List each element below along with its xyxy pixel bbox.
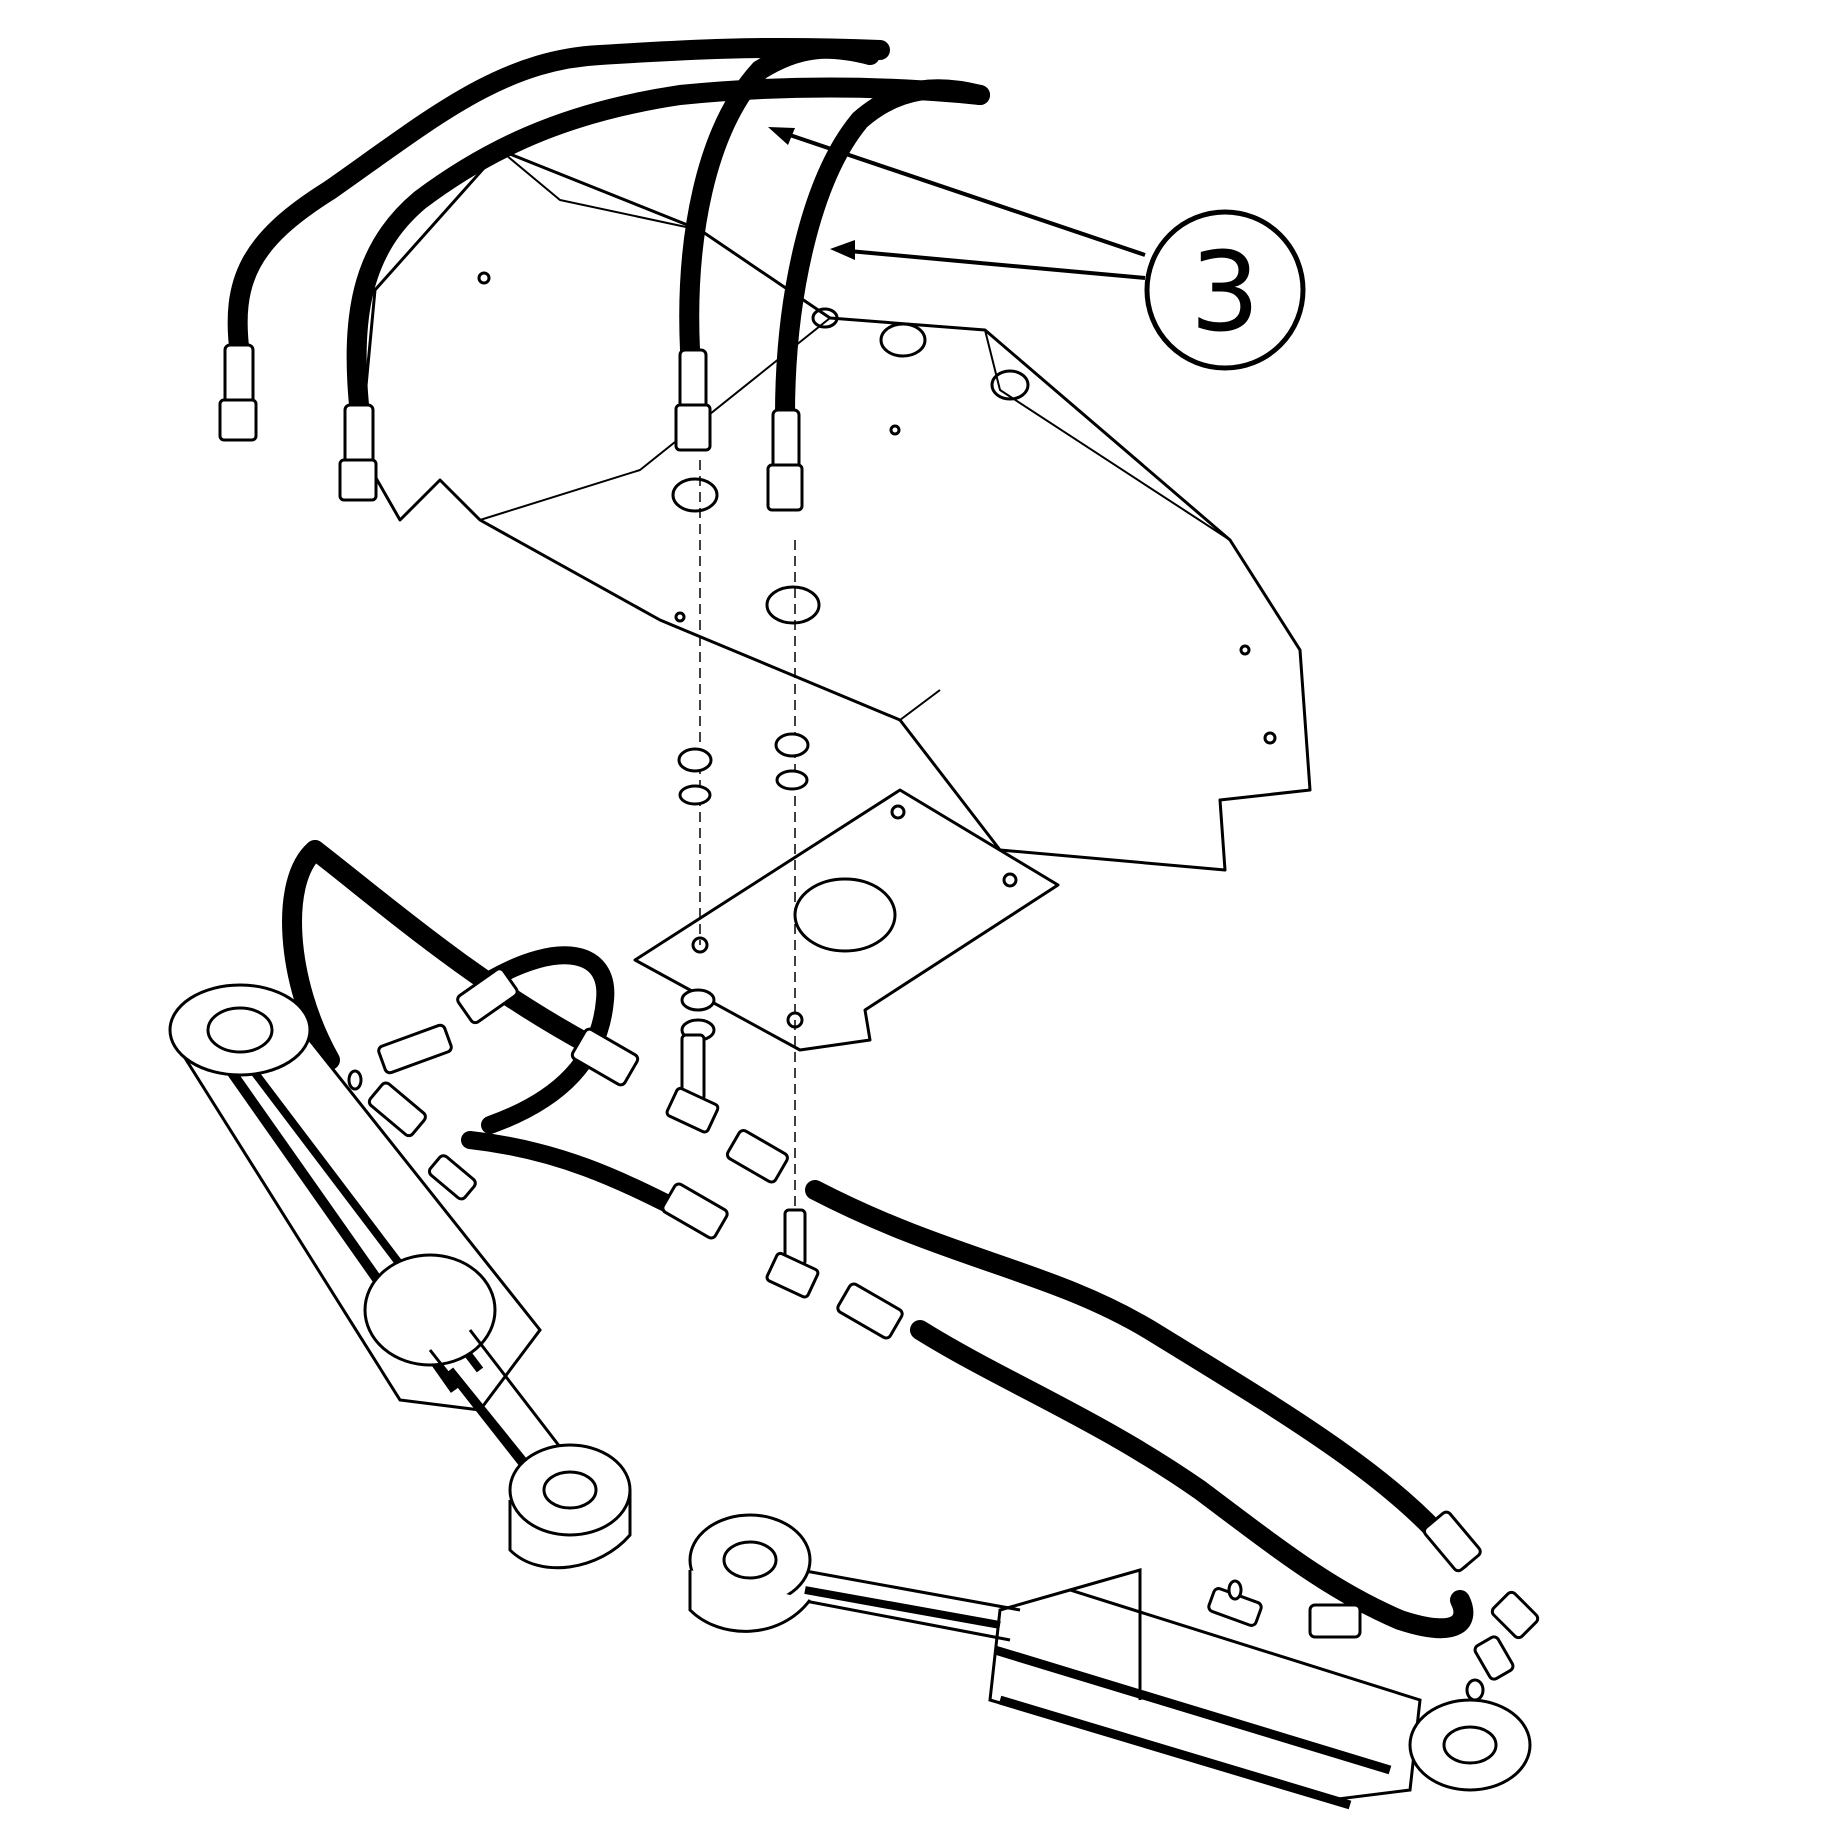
hose-upper-3b	[775, 79, 990, 425]
hose-lower-2	[305, 840, 600, 1055]
leader-arrow-2	[837, 248, 1146, 280]
mounting-plate	[633, 788, 1060, 1052]
hose-long	[805, 1180, 1470, 1570]
hydraulic-hoses	[227, 37, 1474, 1639]
right-hydraulic-cylinder	[688, 1513, 1532, 1810]
hose-upper-3a	[679, 38, 880, 360]
arrowhead-2	[830, 240, 855, 260]
hose-fittings	[218, 343, 1482, 1639]
leader-arrow-1	[774, 128, 1146, 257]
callout-label: 3	[1190, 228, 1260, 356]
hose-lower-3	[481, 946, 615, 1134]
hose-long-2	[910, 1320, 1474, 1639]
arrowhead-1	[768, 127, 795, 145]
hose-upper-left-2	[346, 77, 990, 425]
left-hydraulic-cylinder	[168, 983, 632, 1570]
hose-lower-4	[461, 1131, 689, 1219]
tee-fittings	[347, 1023, 1540, 1702]
frame-plate	[358, 148, 1312, 872]
hose-upper-left-1	[227, 37, 890, 365]
callout-3: 3	[768, 127, 1306, 371]
hose-lower-1	[282, 840, 340, 1070]
alignment-lines	[699, 460, 796, 1210]
callout-circle	[1144, 209, 1306, 371]
nuts-and-washers	[677, 732, 810, 1042]
